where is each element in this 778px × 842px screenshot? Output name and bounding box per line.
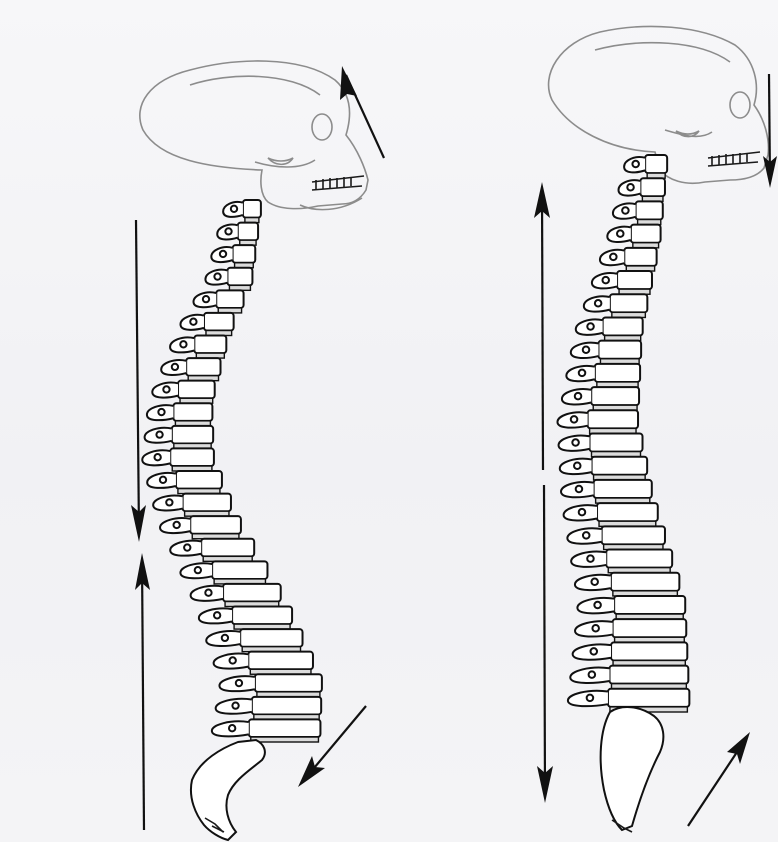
vertebra xyxy=(570,666,688,689)
vertebra xyxy=(557,410,638,433)
vertebra xyxy=(613,201,663,224)
vertebra xyxy=(180,313,233,336)
left-arrow-skull-up-right xyxy=(340,66,384,158)
left-skull xyxy=(140,61,368,210)
right-arrow-up-right xyxy=(688,732,750,826)
right-arrow-skull-down xyxy=(763,74,777,188)
vertebra xyxy=(142,448,214,471)
vertebra xyxy=(576,317,643,340)
vertebra xyxy=(223,200,261,223)
vertebra xyxy=(573,642,688,665)
vertebra xyxy=(575,573,679,596)
vertebra xyxy=(584,294,648,317)
right-arrow-long-down xyxy=(537,485,553,803)
vertebra xyxy=(193,290,243,313)
left-arrow-long-up xyxy=(135,553,150,830)
vertebra xyxy=(147,403,212,426)
vertebra xyxy=(577,596,685,619)
left-arrow-long-down xyxy=(131,220,146,542)
vertebra xyxy=(205,268,252,291)
vertebra xyxy=(217,223,258,246)
vertebra xyxy=(214,652,313,675)
vertebra xyxy=(566,364,640,387)
vertebra xyxy=(153,494,231,517)
left-sacrum xyxy=(191,740,265,840)
vertebra xyxy=(575,619,686,642)
right-spine xyxy=(557,155,689,712)
vertebra xyxy=(619,178,665,201)
vertebra xyxy=(180,561,267,584)
vertebra xyxy=(571,550,672,573)
vertebra xyxy=(212,719,321,742)
vertebra xyxy=(147,471,222,494)
vertebra xyxy=(559,434,643,457)
right-arrow-long-up xyxy=(534,182,550,470)
vertebra xyxy=(216,697,322,720)
vertebra xyxy=(152,381,214,404)
vertebra xyxy=(219,674,321,697)
vertebra xyxy=(562,387,639,410)
vertebra xyxy=(571,341,641,364)
vertebra xyxy=(600,248,657,271)
vertebra xyxy=(567,526,665,549)
vertebra xyxy=(170,336,226,359)
vertebra xyxy=(211,245,255,268)
vertebra xyxy=(145,426,214,449)
vertebra xyxy=(191,584,281,607)
vertebra xyxy=(564,503,658,526)
vertebra xyxy=(160,516,241,539)
vertebra xyxy=(624,155,667,178)
vertebra xyxy=(161,358,220,381)
right-sacrum xyxy=(601,707,664,832)
vertebra xyxy=(561,480,652,503)
vertebra xyxy=(560,457,647,480)
vertebra xyxy=(170,539,254,562)
vertebra xyxy=(592,271,652,294)
vertebra xyxy=(199,607,292,630)
vertebra xyxy=(206,629,302,652)
vertebra xyxy=(607,225,660,248)
left-spine xyxy=(142,200,322,742)
